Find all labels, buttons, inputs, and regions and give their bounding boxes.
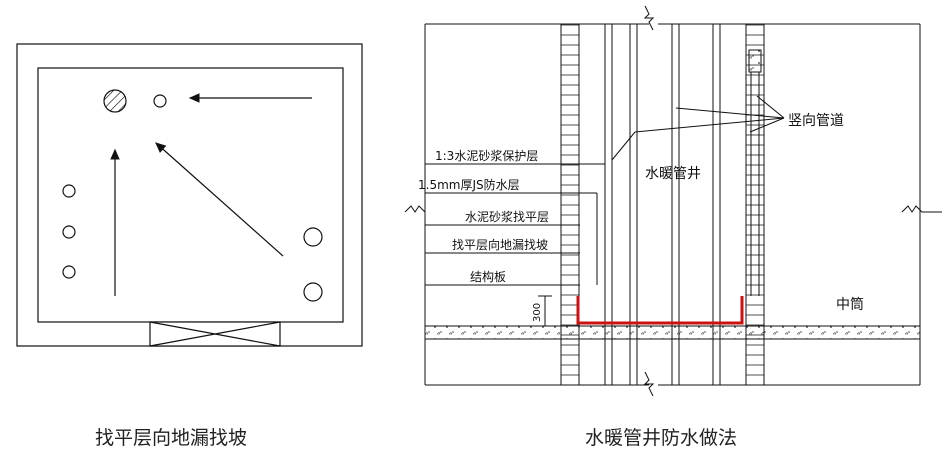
break-mark xyxy=(643,371,655,397)
layer-label: 找平层向地漏找坡 xyxy=(452,237,548,252)
layer-label: 结构板 xyxy=(470,269,506,284)
layer-leaders xyxy=(425,163,605,286)
waterproof-membrane xyxy=(576,296,744,325)
break-mark xyxy=(901,205,942,213)
floor-drain-icon xyxy=(103,89,127,113)
plan-inner-wall xyxy=(37,67,344,323)
break-mark xyxy=(404,205,426,213)
layer-label: 1:3水泥砂浆保护层 xyxy=(435,148,538,163)
pipe-icon xyxy=(303,282,323,302)
vertical-pipe xyxy=(748,49,762,73)
layer-label: 水泥砂浆找平层 xyxy=(465,209,549,224)
pipe-icon xyxy=(62,225,76,239)
pipe-icon xyxy=(303,227,323,247)
core-label: 中筒 xyxy=(836,296,864,313)
shaft-label: 水暖管井 xyxy=(645,166,701,182)
section-caption: 水暖管井防水做法 xyxy=(585,427,738,449)
pipe-label: 竖向管道 xyxy=(788,113,844,129)
structural-slab xyxy=(424,325,921,340)
pipe-icon xyxy=(153,94,167,108)
dimension-label: 300 xyxy=(532,303,543,322)
dimension-300 xyxy=(538,295,552,327)
slope-arrow xyxy=(155,142,284,257)
pipe-icon xyxy=(62,184,76,198)
pipe-label-leaders xyxy=(611,95,785,161)
pipe-icon xyxy=(62,265,76,279)
break-mark xyxy=(643,5,655,31)
shaft-section xyxy=(404,5,942,397)
layer-label: 1.5mm厚JS防水层 xyxy=(418,177,520,192)
plan-door xyxy=(149,321,281,347)
plan-caption: 找平层向地漏找坡 xyxy=(95,427,248,449)
brick-wall-left xyxy=(560,23,580,386)
floor-plan xyxy=(16,43,363,347)
